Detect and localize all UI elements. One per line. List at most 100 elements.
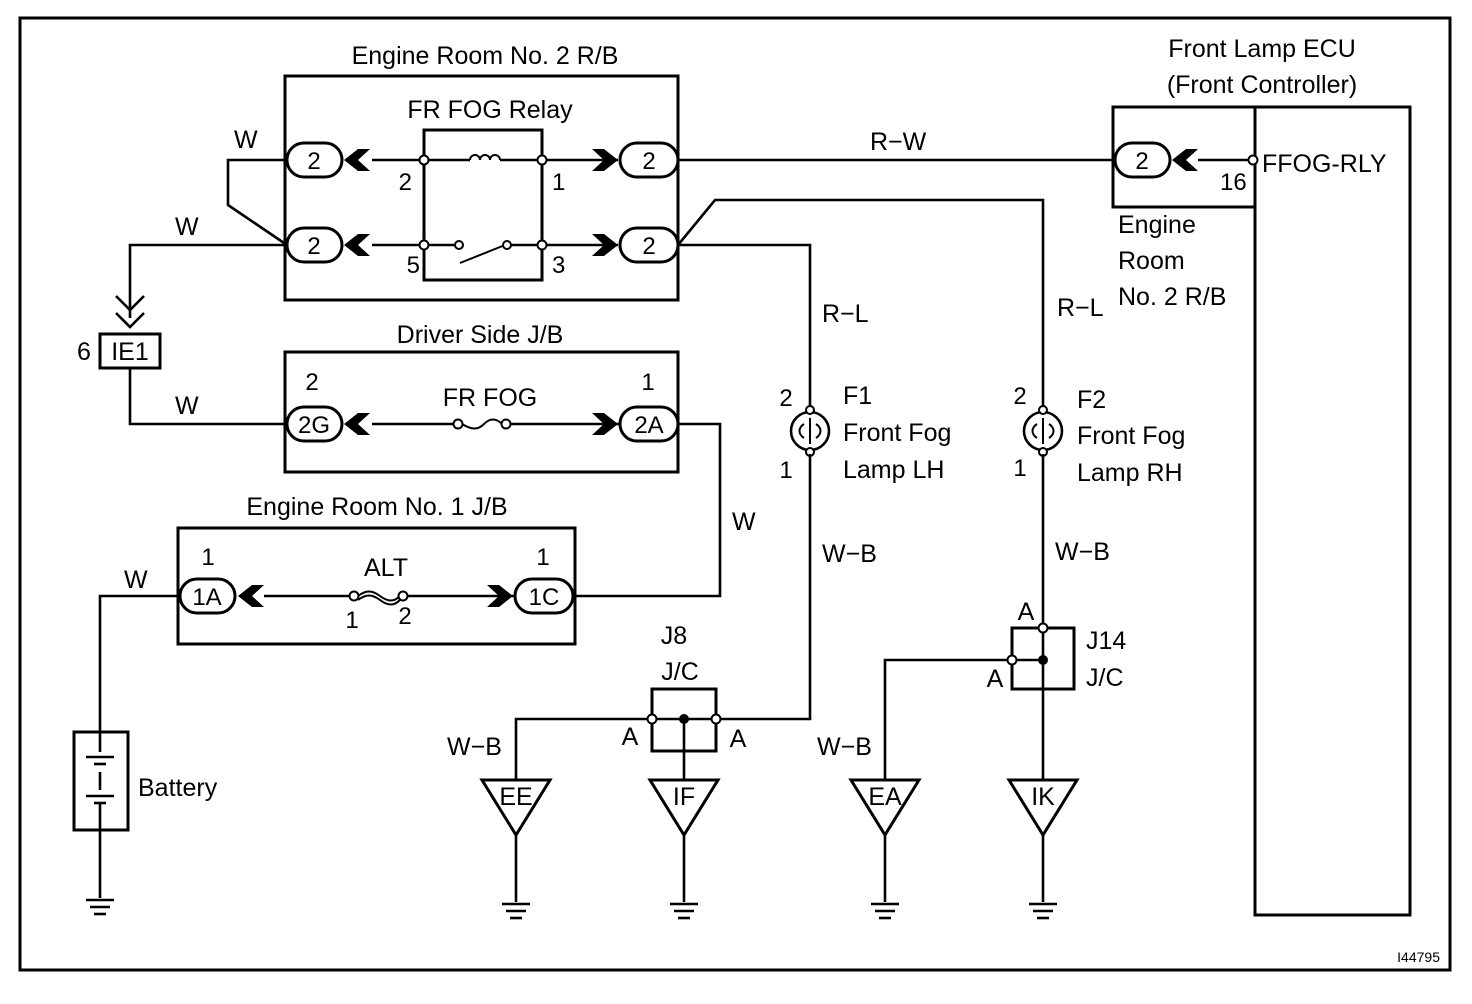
ie1-connector: IE1 6 xyxy=(77,295,162,370)
svg-text:2: 2 xyxy=(307,148,320,175)
svg-text:2: 2 xyxy=(642,148,655,175)
svg-text:2A: 2A xyxy=(634,412,663,439)
j14-id: J14 xyxy=(1086,627,1126,655)
wire-label-w4: W xyxy=(732,508,756,536)
front-fog-lamp-rh: 2 1 F2 Front Fog Lamp RH xyxy=(1013,383,1185,487)
j8-type: J/C xyxy=(661,658,699,686)
fuse-alt xyxy=(357,590,401,602)
relay-pin-5: 5 xyxy=(407,252,420,279)
relay-pin-1: 1 xyxy=(552,169,565,196)
battery: Battery xyxy=(72,730,218,832)
ecu-sub-1: Engine xyxy=(1118,211,1196,239)
ecu-title-1: Front Lamp ECU xyxy=(1168,35,1356,63)
svg-text:EE: EE xyxy=(499,783,532,811)
f1-pin-2: 2 xyxy=(779,385,792,412)
djb-pin-1: 1 xyxy=(641,369,654,396)
f1-name-2: Lamp LH xyxy=(843,456,944,484)
fuse-alt-label: ALT xyxy=(364,554,408,582)
wire-label-rl-lh: R−L xyxy=(822,300,869,328)
wire-w-relay-crossover xyxy=(226,158,288,247)
wire-w-ie1-to-djb xyxy=(128,368,287,426)
j8-id: J8 xyxy=(661,622,687,650)
djb-title: Driver Side J/B xyxy=(397,321,564,349)
j8-pin-a-left: A xyxy=(622,723,639,751)
svg-text:2: 2 xyxy=(642,233,655,260)
svg-text:2G: 2G xyxy=(298,412,330,439)
wire-label-wb-ee: W−B xyxy=(447,733,502,761)
f2-name-2: Lamp RH xyxy=(1077,459,1183,487)
djb-connector-2g: 2G xyxy=(285,405,344,443)
ground-point-ik: IK xyxy=(1006,778,1080,920)
wire-w-to-battery xyxy=(98,594,180,732)
er2-connector-left-top: 2 xyxy=(285,141,344,179)
ie1-pin: 6 xyxy=(77,338,91,366)
alt-pin-2: 2 xyxy=(398,603,411,630)
alt-pin-1: 1 xyxy=(345,607,358,634)
diagram-frame xyxy=(18,16,1452,972)
ecu-connector: 2 xyxy=(1113,141,1172,179)
ecu-title-2: (Front Controller) xyxy=(1167,71,1357,99)
engine-room-1-jb: Engine Room No. 1 J/B ALT 1 1 1 2 1A 1C xyxy=(176,493,577,646)
f2-name-1: Front Fog xyxy=(1077,422,1185,450)
engine-room-2-title: Engine Room No. 2 R/B xyxy=(352,42,619,70)
wire-w-b-lh xyxy=(718,454,812,721)
svg-text:IK: IK xyxy=(1031,783,1055,811)
figure-code: I44795 xyxy=(1397,949,1440,965)
f1-name-1: Front Fog xyxy=(843,419,951,447)
j14-type: J/C xyxy=(1086,664,1124,692)
ecu-sub-2: Room xyxy=(1118,247,1185,275)
djb-pin-2: 2 xyxy=(305,369,318,396)
f2-id: F2 xyxy=(1077,386,1106,414)
relay-title: FR FOG Relay xyxy=(407,96,573,124)
fuse-fr-fog xyxy=(461,418,503,430)
j14-pin-a-left: A xyxy=(987,665,1004,693)
svg-text:2: 2 xyxy=(1135,148,1148,175)
wire-label-wb-lh: W−B xyxy=(822,540,877,568)
fuse-fr-fog-label: FR FOG xyxy=(443,384,537,412)
wire-label-wb-ea: W−B xyxy=(817,733,872,761)
svg-text:EA: EA xyxy=(868,783,902,811)
svg-text:1A: 1A xyxy=(192,584,221,611)
f1-pin-1: 1 xyxy=(779,457,792,484)
er2-connector-right-top: 2 xyxy=(618,141,680,179)
fr-fog-relay xyxy=(422,128,544,282)
wire-label-rl-rh: R−L xyxy=(1057,294,1104,322)
er2-connector-left-bottom: 2 xyxy=(285,226,344,264)
f2-pin-1: 1 xyxy=(1013,455,1026,482)
svg-text:2: 2 xyxy=(307,233,320,260)
j14-pin-a-top: A xyxy=(1018,598,1035,626)
ground-point-if: IF xyxy=(647,778,721,920)
wire-label-w2: W xyxy=(175,213,199,241)
djb-connector-2a: 2A xyxy=(618,405,680,443)
svg-text:IF: IF xyxy=(673,783,695,811)
front-fog-lamp-lh: 2 1 F1 Front Fog Lamp LH xyxy=(779,382,951,484)
relay-pin-3: 3 xyxy=(552,252,565,279)
f2-pin-2: 2 xyxy=(1013,383,1026,410)
wire-r-l-lh xyxy=(678,243,812,408)
er1-connector-1c: 1C xyxy=(513,577,575,615)
wire-w-b-j8-to-ee xyxy=(514,717,648,780)
wire-label-w3: W xyxy=(175,392,199,420)
er1-pin-1b: 1 xyxy=(536,544,549,571)
ground-point-ee: EE xyxy=(479,778,553,920)
wire-w-to-ie1 xyxy=(128,243,287,318)
driver-side-jb: Driver Side J/B FR FOG 2 1 2G 2A xyxy=(283,321,680,474)
er1-connector-1a: 1A xyxy=(178,577,237,615)
battery-label: Battery xyxy=(138,774,218,802)
ie1-label: IE1 xyxy=(111,338,149,366)
ground-point-ea: EA xyxy=(848,778,922,920)
f1-id: F1 xyxy=(843,382,872,410)
wire-w-djb-to-er1 xyxy=(575,422,722,598)
junction-j14: J14 J/C A A xyxy=(987,598,1126,780)
wire-w-b-j14-to-ea xyxy=(883,658,1008,780)
junction-j8: J8 J/C A A xyxy=(622,622,747,780)
wire-label-wb-rh: W−B xyxy=(1055,538,1110,566)
front-lamp-ecu: Front Lamp ECU (Front Controller) FFOG-R… xyxy=(1111,35,1412,917)
engine-room-2-relay-block: Engine Room No. 2 R/B FR FOG Relay 2 1 5… xyxy=(283,42,680,302)
wire-label-rw: R−W xyxy=(870,128,927,156)
relay-switch xyxy=(459,244,506,264)
wire-label-w1: W xyxy=(234,126,258,154)
er1-title: Engine Room No. 1 J/B xyxy=(246,493,507,521)
relay-coil xyxy=(469,154,501,161)
wire-r-l-rh xyxy=(676,198,1045,408)
